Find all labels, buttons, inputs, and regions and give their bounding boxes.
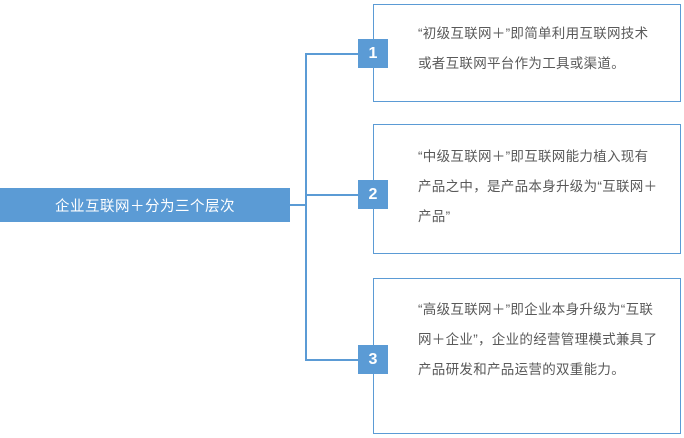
connector-root-stub xyxy=(290,204,307,206)
connector-trunk xyxy=(305,53,307,361)
connector-branch-1 xyxy=(305,53,360,55)
branch-badge-3-label: 3 xyxy=(368,350,378,368)
branch-badge-2-label: 2 xyxy=(368,185,378,203)
root-node[interactable]: 企业互联网＋分为三个层次 xyxy=(0,188,290,222)
branch-text-2: “中级互联网＋”即互联网能力植入现有产品之中，是产品本身升级为“互联网＋产品” xyxy=(418,149,658,224)
branch-badge-1[interactable]: 1 xyxy=(358,39,388,68)
connector-branch-3 xyxy=(305,359,360,361)
branch-badge-3[interactable]: 3 xyxy=(358,345,388,374)
branch-box-2[interactable]: “中级互联网＋”即互联网能力植入现有产品之中，是产品本身升级为“互联网＋产品” xyxy=(373,124,681,254)
branch-box-1[interactable]: “初级互联网＋”即简单利用互联网技术或者互联网平台作为工具或渠道。 xyxy=(373,4,681,102)
branch-text-1: “初级互联网＋”即简单利用互联网技术或者互联网平台作为工具或渠道。 xyxy=(418,26,649,71)
branch-text-3: “高级互联网＋”即企业本身升级为“互联网＋企业”，企业的经营管理模式兼具了产品研… xyxy=(418,302,658,377)
branch-badge-2[interactable]: 2 xyxy=(358,180,388,209)
branch-badge-1-label: 1 xyxy=(368,44,378,62)
root-node-label: 企业互联网＋分为三个层次 xyxy=(55,198,235,215)
branch-box-3[interactable]: “高级互联网＋”即企业本身升级为“互联网＋企业”，企业的经营管理模式兼具了产品研… xyxy=(373,278,681,434)
connector-branch-2 xyxy=(305,194,360,196)
